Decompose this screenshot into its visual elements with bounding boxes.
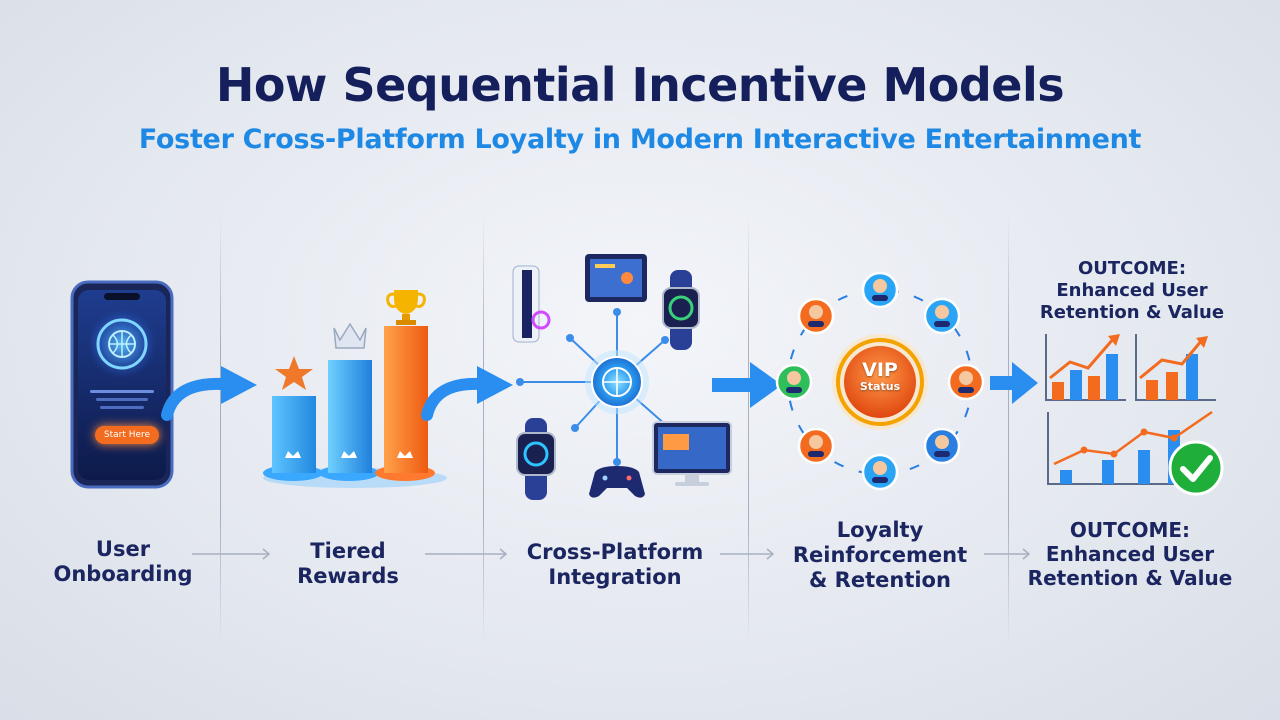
stage-label-line: Cross-Platform [526,540,704,564]
tiered-rewards-illustration [263,290,447,488]
stage-label-outcome: OUTCOME: Enhanced User Retention & Value [1010,518,1250,590]
flow-arrow-icon [990,362,1038,404]
stage-divider [220,215,221,645]
stage-label-line: Integration [548,565,682,589]
vip-status-badge: VIP Status [840,360,920,394]
stage-label-line: OUTCOME: [1069,518,1191,542]
stage-label-line: Reinforcement [792,543,968,567]
flow-arrow-icon [161,366,257,421]
stage-label-cross-platform: Cross-Platform Integration [505,540,725,590]
stage-label-line: Loyalty [836,518,924,542]
stage-label-line: Tiered [310,539,386,563]
stage-label-loyalty: Loyalty Reinforcement & Retention [770,518,990,593]
connector-arrow-icon [192,548,271,560]
stage-divider [1008,215,1009,645]
vip-label: VIP [862,359,898,381]
stage-label-tiered-rewards: Tiered Rewards [238,539,458,589]
stage-label-line: & Retention [809,568,951,592]
stage-label-line: Retention & Value [1027,566,1233,590]
outcome-header-line: Enhanced User [1056,280,1208,301]
page-title: How Sequential Incentive Models [215,58,1065,112]
stage-label-line: User [95,537,151,561]
flow-arrow-icon [421,366,513,421]
stage-label-user-onboarding: User Onboarding [13,537,233,587]
vip-status-label: Status [859,380,901,393]
check-icon [1168,440,1224,496]
connector-arrow-icon [984,548,1031,560]
stage-divider [483,215,484,645]
start-here-button[interactable]: Start Here [95,426,159,444]
flow-arrow-icon [712,362,782,408]
connector-arrow-icon [720,548,775,560]
outcome-header-line: Retention & Value [1039,302,1225,323]
cross-platform-hub-illustration [512,254,732,500]
stage-label-line: Onboarding [53,562,193,586]
stage-label-line: Rewards [297,564,399,588]
stage-label-line: Enhanced User [1045,542,1215,566]
connector-arrow-icon [425,548,508,560]
outcome-header-line: OUTCOME: [1077,258,1187,279]
outcome-header: OUTCOME: Enhanced User Retention & Value [1012,258,1252,324]
page-subtitle: Foster Cross-Platform Loyalty in Modern … [138,124,1142,155]
stage-divider [748,215,749,645]
loyalty-cycle-illustration [775,271,985,491]
